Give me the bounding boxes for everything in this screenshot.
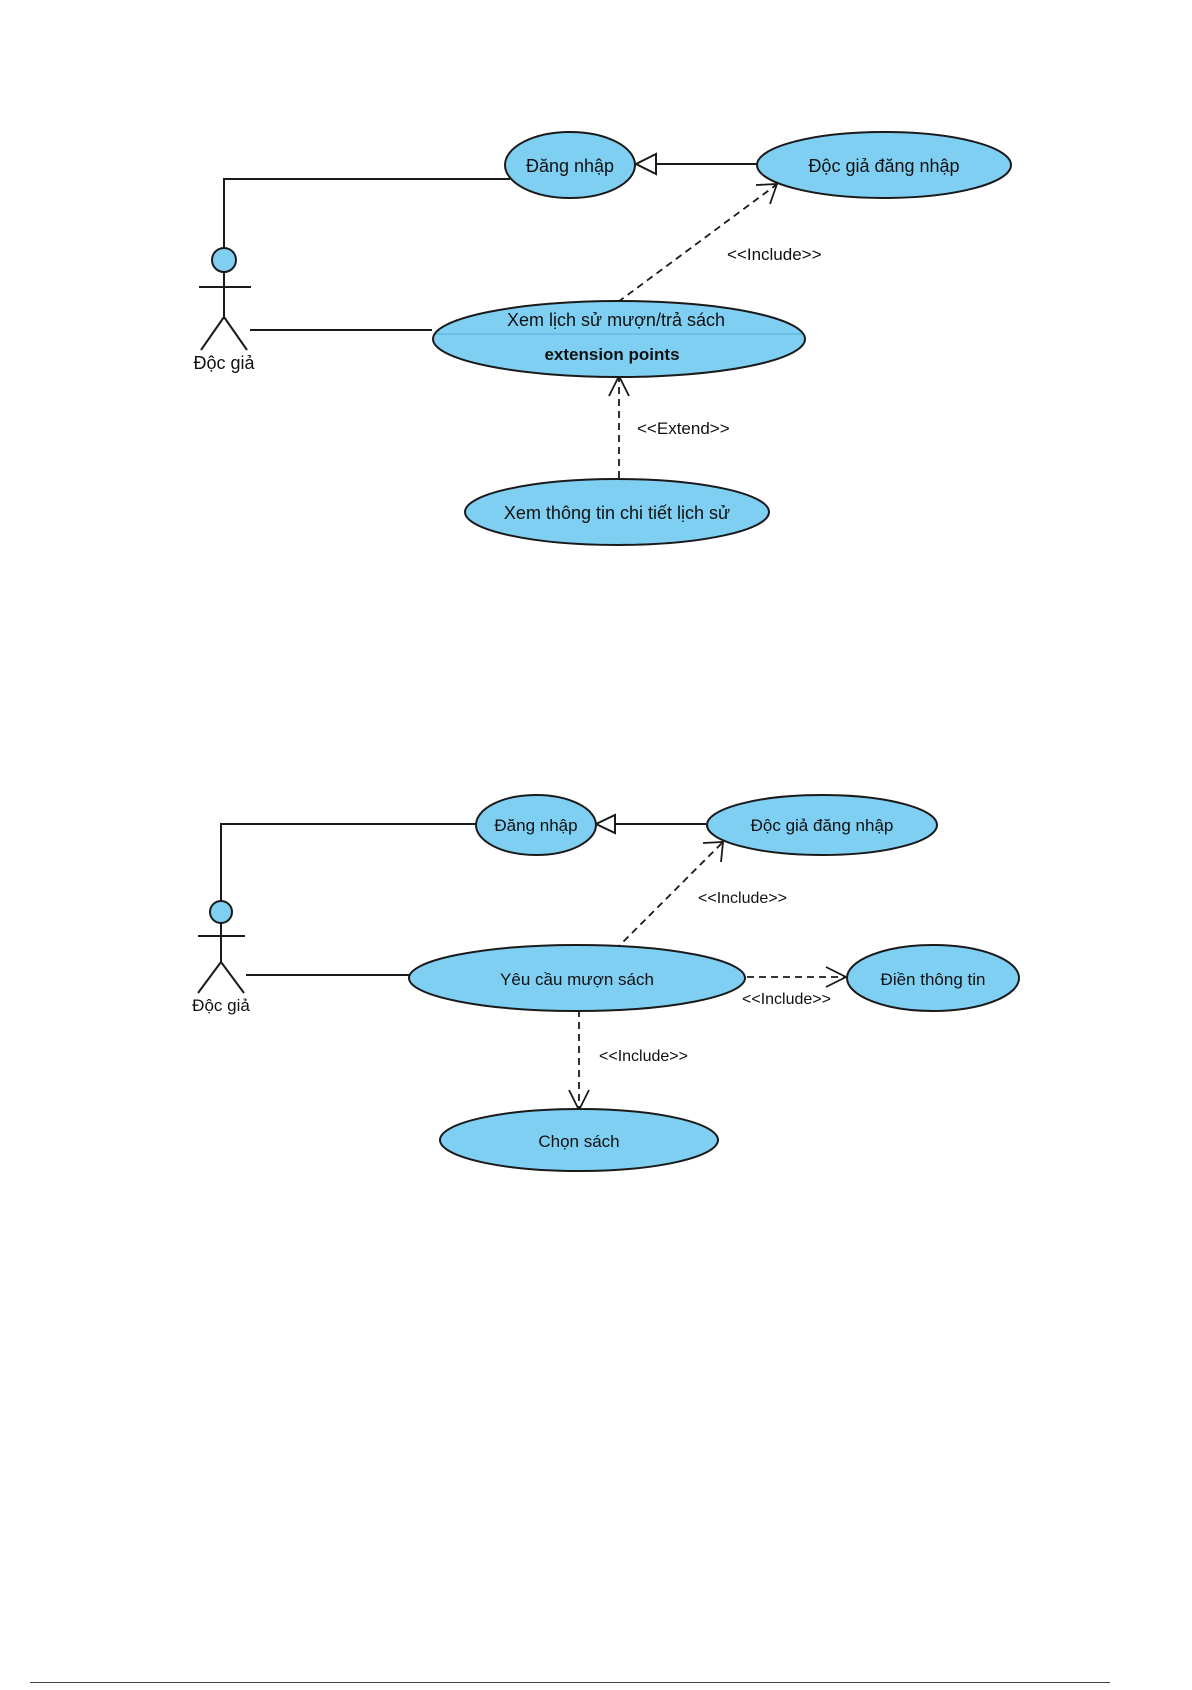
usecase-history[interactable]: Xem lịch sử mượn/trả sách extension poin… <box>433 301 805 377</box>
actor-reader-2[interactable]: Độc giả <box>192 901 250 1015</box>
usecase-reader-login[interactable]: Độc giả đăng nhập <box>757 132 1011 198</box>
include-fill-label: <<Include>> <box>742 991 831 1008</box>
extension-points-heading: extension points <box>544 345 679 364</box>
usecase-borrow-request-label: Yêu cầu mượn sách <box>500 970 654 989</box>
usecase-login-label: Đăng nhập <box>526 156 614 176</box>
association-actor-login <box>224 179 510 248</box>
usecase-login-label: Đăng nhập <box>494 816 577 835</box>
actor-head <box>210 901 232 923</box>
usecase-choose-book-label: Chọn sách <box>538 1132 619 1151</box>
extend-label: <<Extend>> <box>637 419 730 438</box>
page-footer-rule <box>30 1682 1110 1683</box>
usecase-history-detail[interactable]: Xem thông tin chi tiết lịch sử <box>465 479 769 545</box>
usecase-fill-info[interactable]: Điền thông tin <box>847 945 1019 1011</box>
use-case-diagram-history: Độc giả <<Include>> <<Extend>> Đăng nhập… <box>193 132 1011 545</box>
usecase-reader-login-label: Độc giả đăng nhập <box>808 156 959 176</box>
usecase-borrow-request[interactable]: Yêu cầu mượn sách <box>409 945 745 1011</box>
include-choose-label: <<Include>> <box>599 1048 688 1065</box>
usecase-choose-book[interactable]: Chọn sách <box>440 1109 718 1171</box>
actor-label: Độc giả <box>193 353 255 373</box>
include-dependency-line <box>618 185 776 302</box>
generalization-arrowhead <box>596 815 615 833</box>
usecase-reader-login-label: Độc giả đăng nhập <box>751 816 894 835</box>
usecase-fill-info-label: Điền thông tin <box>881 970 986 989</box>
usecase-history-label: Xem lịch sử mượn/trả sách <box>507 310 725 330</box>
include-login-label: <<Include>> <box>698 890 787 907</box>
generalization-arrowhead <box>636 154 656 174</box>
include-label: <<Include>> <box>727 245 822 264</box>
actor-label: Độc giả <box>192 996 250 1015</box>
usecase-history-detail-label: Xem thông tin chi tiết lịch sử <box>504 503 730 523</box>
usecase-login-2[interactable]: Đăng nhập <box>476 795 596 855</box>
actor-head <box>212 248 236 272</box>
use-case-diagram-borrow: Độc giả <<Include>> <<Include>> <<Includ… <box>192 795 1019 1171</box>
association-actor-login <box>221 824 477 901</box>
actor-reader[interactable]: Độc giả <box>193 248 255 373</box>
usecase-reader-login-2[interactable]: Độc giả đăng nhập <box>707 795 937 855</box>
usecase-login[interactable]: Đăng nhập <box>505 132 635 198</box>
